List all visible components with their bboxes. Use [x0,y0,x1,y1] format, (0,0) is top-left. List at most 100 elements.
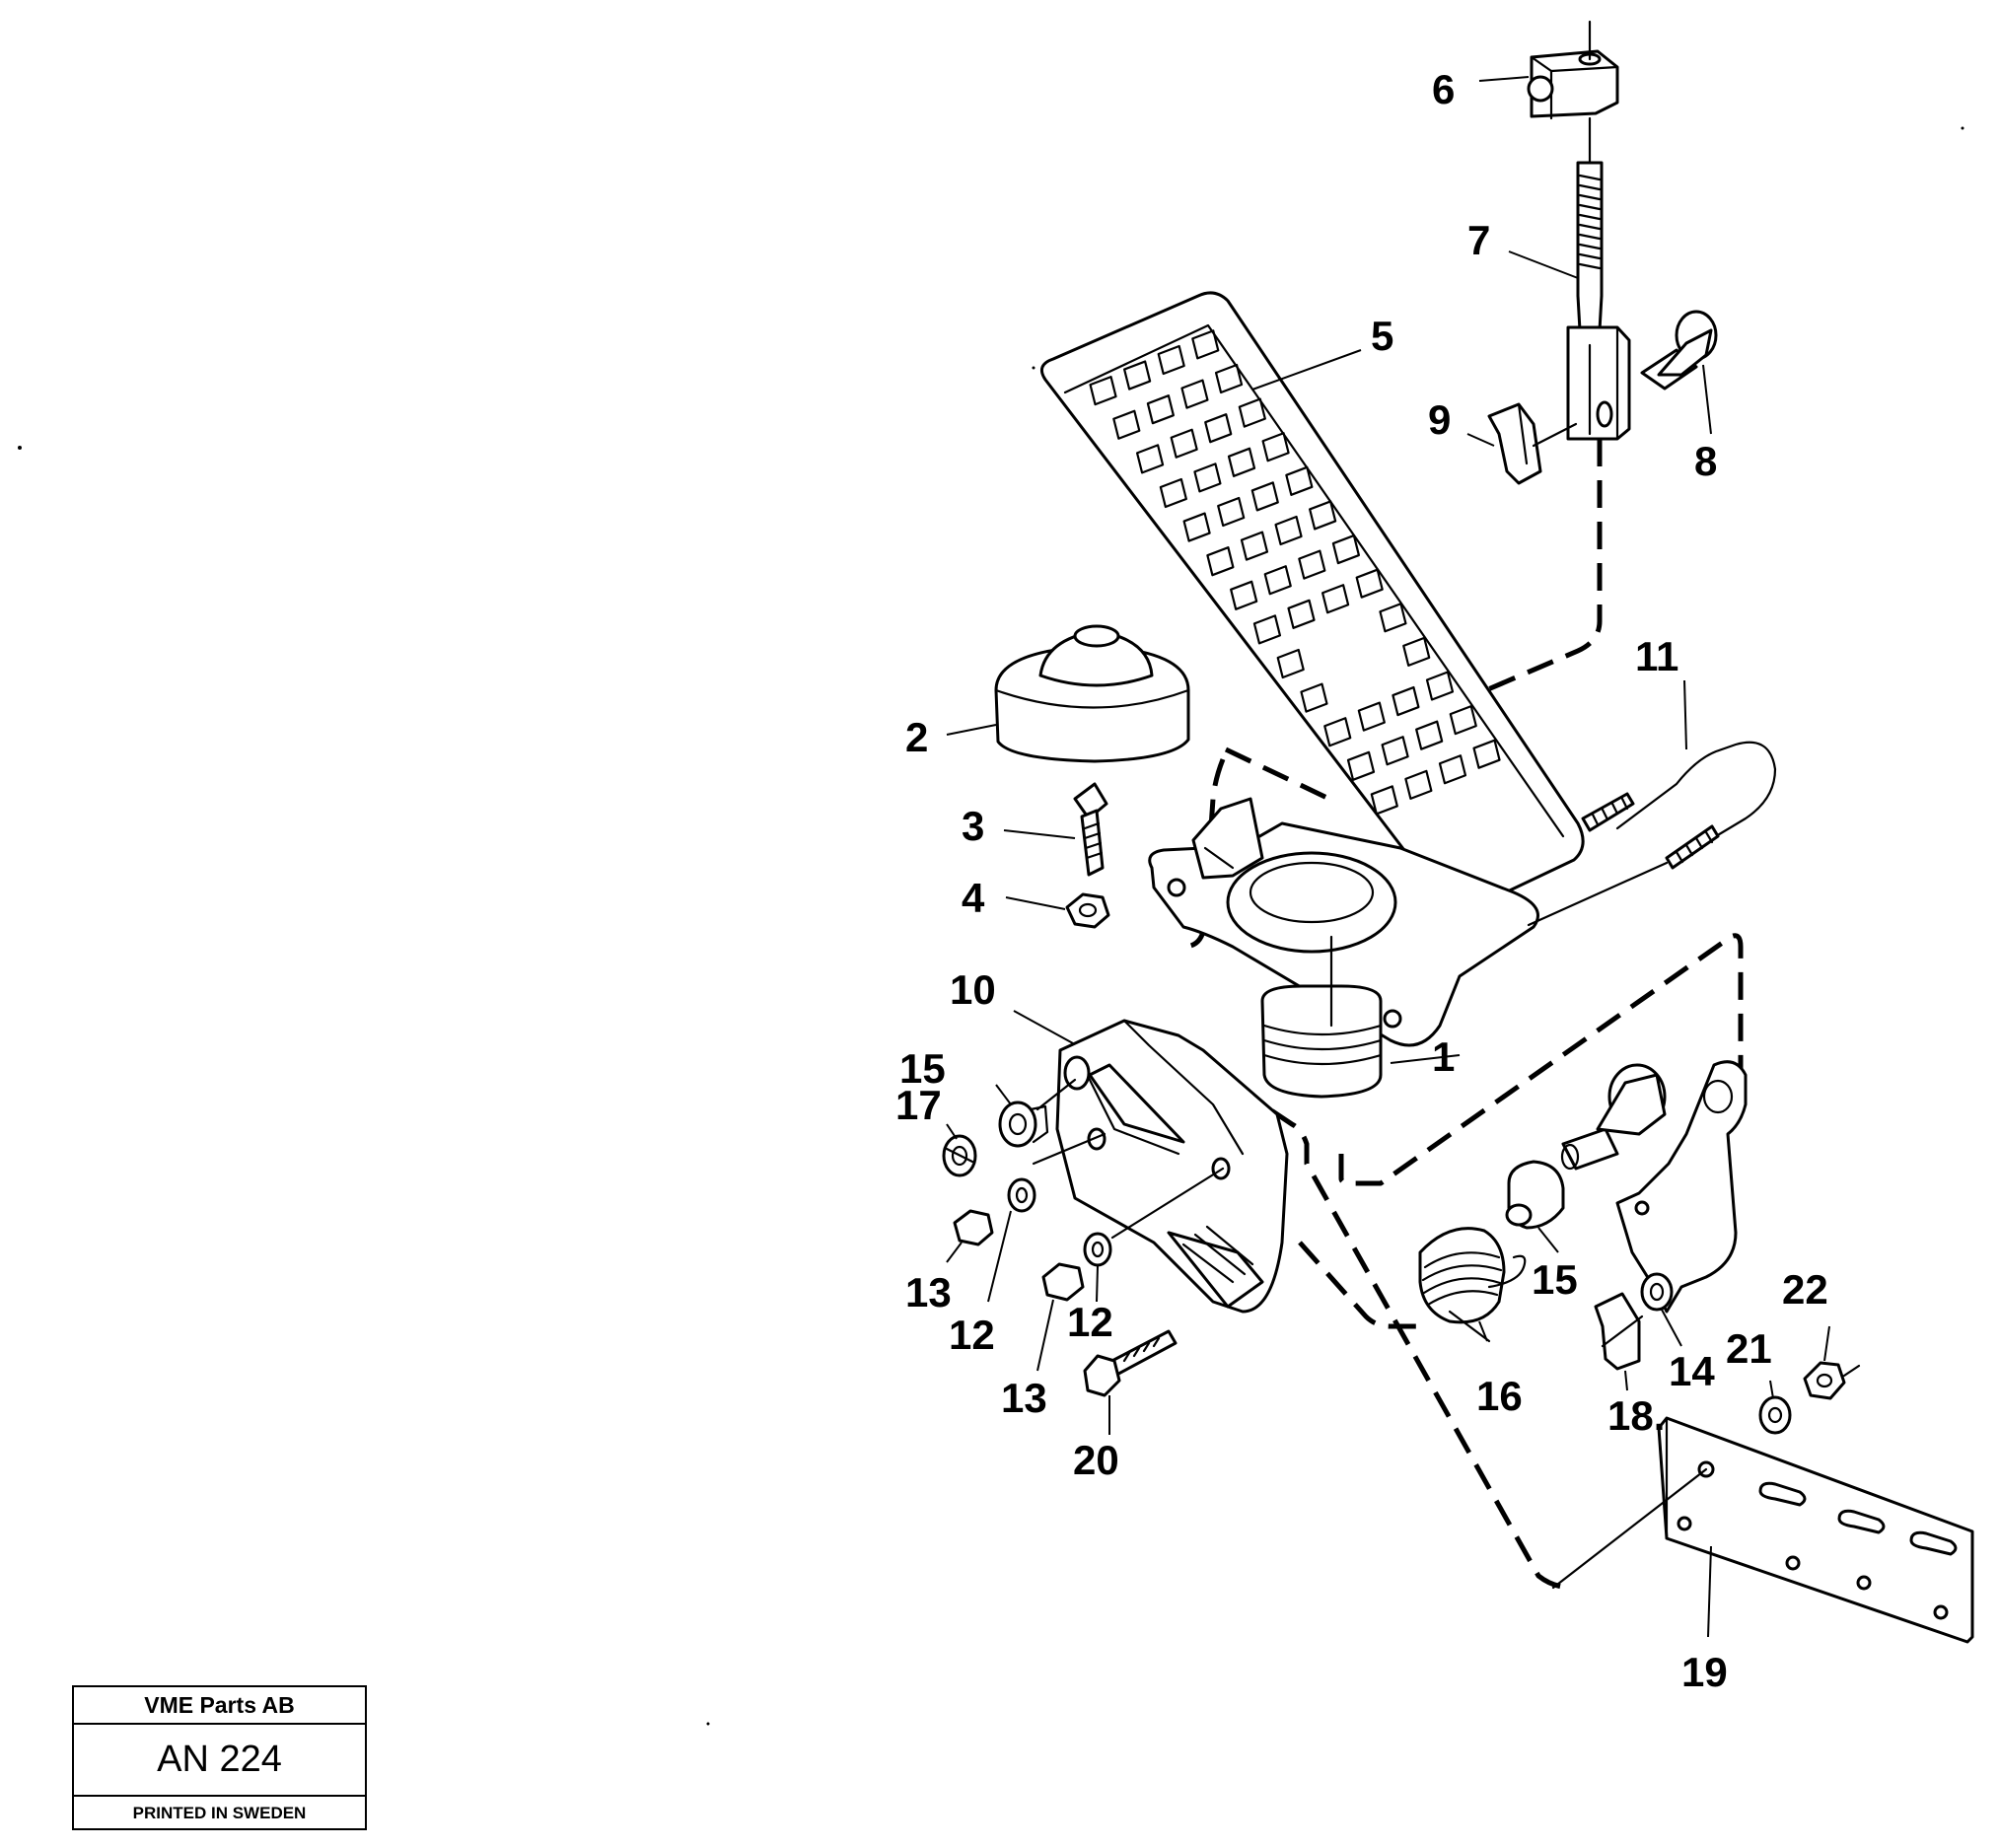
screw [1073,782,1108,877]
nut-13-upper [953,1209,994,1246]
callout-6: 6 [1432,66,1455,112]
mounting-plate [1551,1416,1974,1644]
grip-hole [1112,409,1141,440]
callout-10: 10 [950,966,996,1013]
lock-washer-17 [942,1134,977,1177]
bolt-20 [1083,1329,1178,1397]
scan-speck [18,446,22,450]
grip-hole [1392,685,1420,717]
grip-hole [1170,428,1198,459]
grip-hole [1261,432,1290,462]
pedal-pad [1039,291,1585,912]
grip-hole [1402,636,1431,667]
callout-17: 17 [895,1082,942,1128]
grip-hole [1331,533,1360,565]
grip-hole [1323,717,1352,747]
grip-hole [1227,447,1256,477]
callout-14: 14 [1669,1348,1715,1394]
grip-hole [1193,462,1222,493]
grip-hole [1321,584,1350,614]
clevis [1566,325,1631,441]
spring-16 [1418,1227,1527,1343]
grip-hole [1425,671,1455,701]
grip-hole [1217,496,1246,528]
spring-clip [1487,402,1578,485]
callout-18: 18. [1607,1392,1665,1439]
rubber-cap [994,624,1190,763]
cable-block [1527,20,1619,120]
company-name: VME Parts AB [74,1687,365,1725]
grip-hole [1449,704,1477,736]
grip-hole [1355,568,1384,599]
callout-12-lower: 12 [1067,1299,1113,1345]
callout-15-right: 15 [1532,1256,1578,1303]
grip-hole [1346,750,1376,781]
callout-labels: 1 2 3 4 5 6 7 8 9 10 11 15 17 13 12 12 1… [895,66,1828,1695]
bushing-14 [1640,1272,1674,1312]
grip-hole [1230,580,1258,610]
pedal-grip-grid [1089,329,1501,816]
callout-7: 7 [1467,217,1490,263]
assembly-line-bracket-to-spring [1298,1241,1425,1329]
nut-4 [1065,892,1110,929]
leader-lines [946,76,1830,1638]
mounting-bracket [1055,1019,1289,1314]
grip-hole [1206,546,1235,577]
clip-18 [1594,1292,1644,1371]
callout-13-lower: 13 [1001,1375,1047,1421]
grip-hole [1146,394,1175,425]
grip-hole [1309,500,1337,531]
washer-12-upper [1007,1177,1036,1213]
callout-21: 21 [1726,1325,1772,1372]
grip-hole [1191,329,1220,360]
grip-hole [1370,785,1398,816]
grip-hole [1182,512,1211,542]
callout-8: 8 [1694,438,1717,484]
callout-9: 9 [1428,396,1451,443]
washer-12-lower [1083,1232,1112,1267]
callout-15-left: 15 [899,1045,946,1092]
callout-1: 1 [1432,1033,1455,1080]
drawing-number: AN 224 [74,1725,365,1797]
grip-hole [1274,515,1303,546]
grip-hole [1415,720,1444,750]
grip-hole [1238,397,1266,428]
callout-20: 20 [1073,1437,1119,1483]
callout-22: 22 [1782,1266,1828,1313]
grip-hole [1135,444,1165,474]
grip-hole [1214,363,1244,394]
grip-hole [1298,549,1326,580]
grip-hole [1472,739,1501,769]
grip-hole [1438,754,1467,785]
grip-hole [1379,603,1407,633]
return-cable [1527,741,1777,927]
grip-hole [1180,379,1209,409]
pedal-base [1148,797,1539,1099]
grip-hole [1089,376,1117,406]
grip-hole [1159,477,1187,509]
callout-11: 11 [1635,633,1678,679]
callout-5: 5 [1371,313,1393,359]
callout-4: 4 [962,875,985,921]
assembly-line-bracket-to-plate [1201,1062,1574,1591]
callout-12-upper: 12 [949,1312,995,1358]
grip-hole [1123,360,1152,391]
pivot-pin [1560,1063,1667,1171]
threaded-rod [1576,116,1604,332]
washer-21 [1758,1395,1792,1435]
grip-hole [1240,531,1269,561]
grip-hole [1381,736,1409,766]
scan-speck [706,1722,710,1726]
callout-3: 3 [962,803,984,849]
scan-speck [1032,366,1035,370]
grip-hole [1276,648,1305,679]
callout-2: 2 [905,714,928,760]
grip-hole [1252,614,1282,645]
title-block: VME Parts AB AN 224 PRINTED IN SWEDEN [72,1685,367,1830]
grip-hole [1357,701,1386,732]
washer-15-left [998,1101,1049,1148]
grip-hole [1404,769,1433,800]
grip-hole [1287,599,1316,629]
grip-hole [1204,413,1233,444]
